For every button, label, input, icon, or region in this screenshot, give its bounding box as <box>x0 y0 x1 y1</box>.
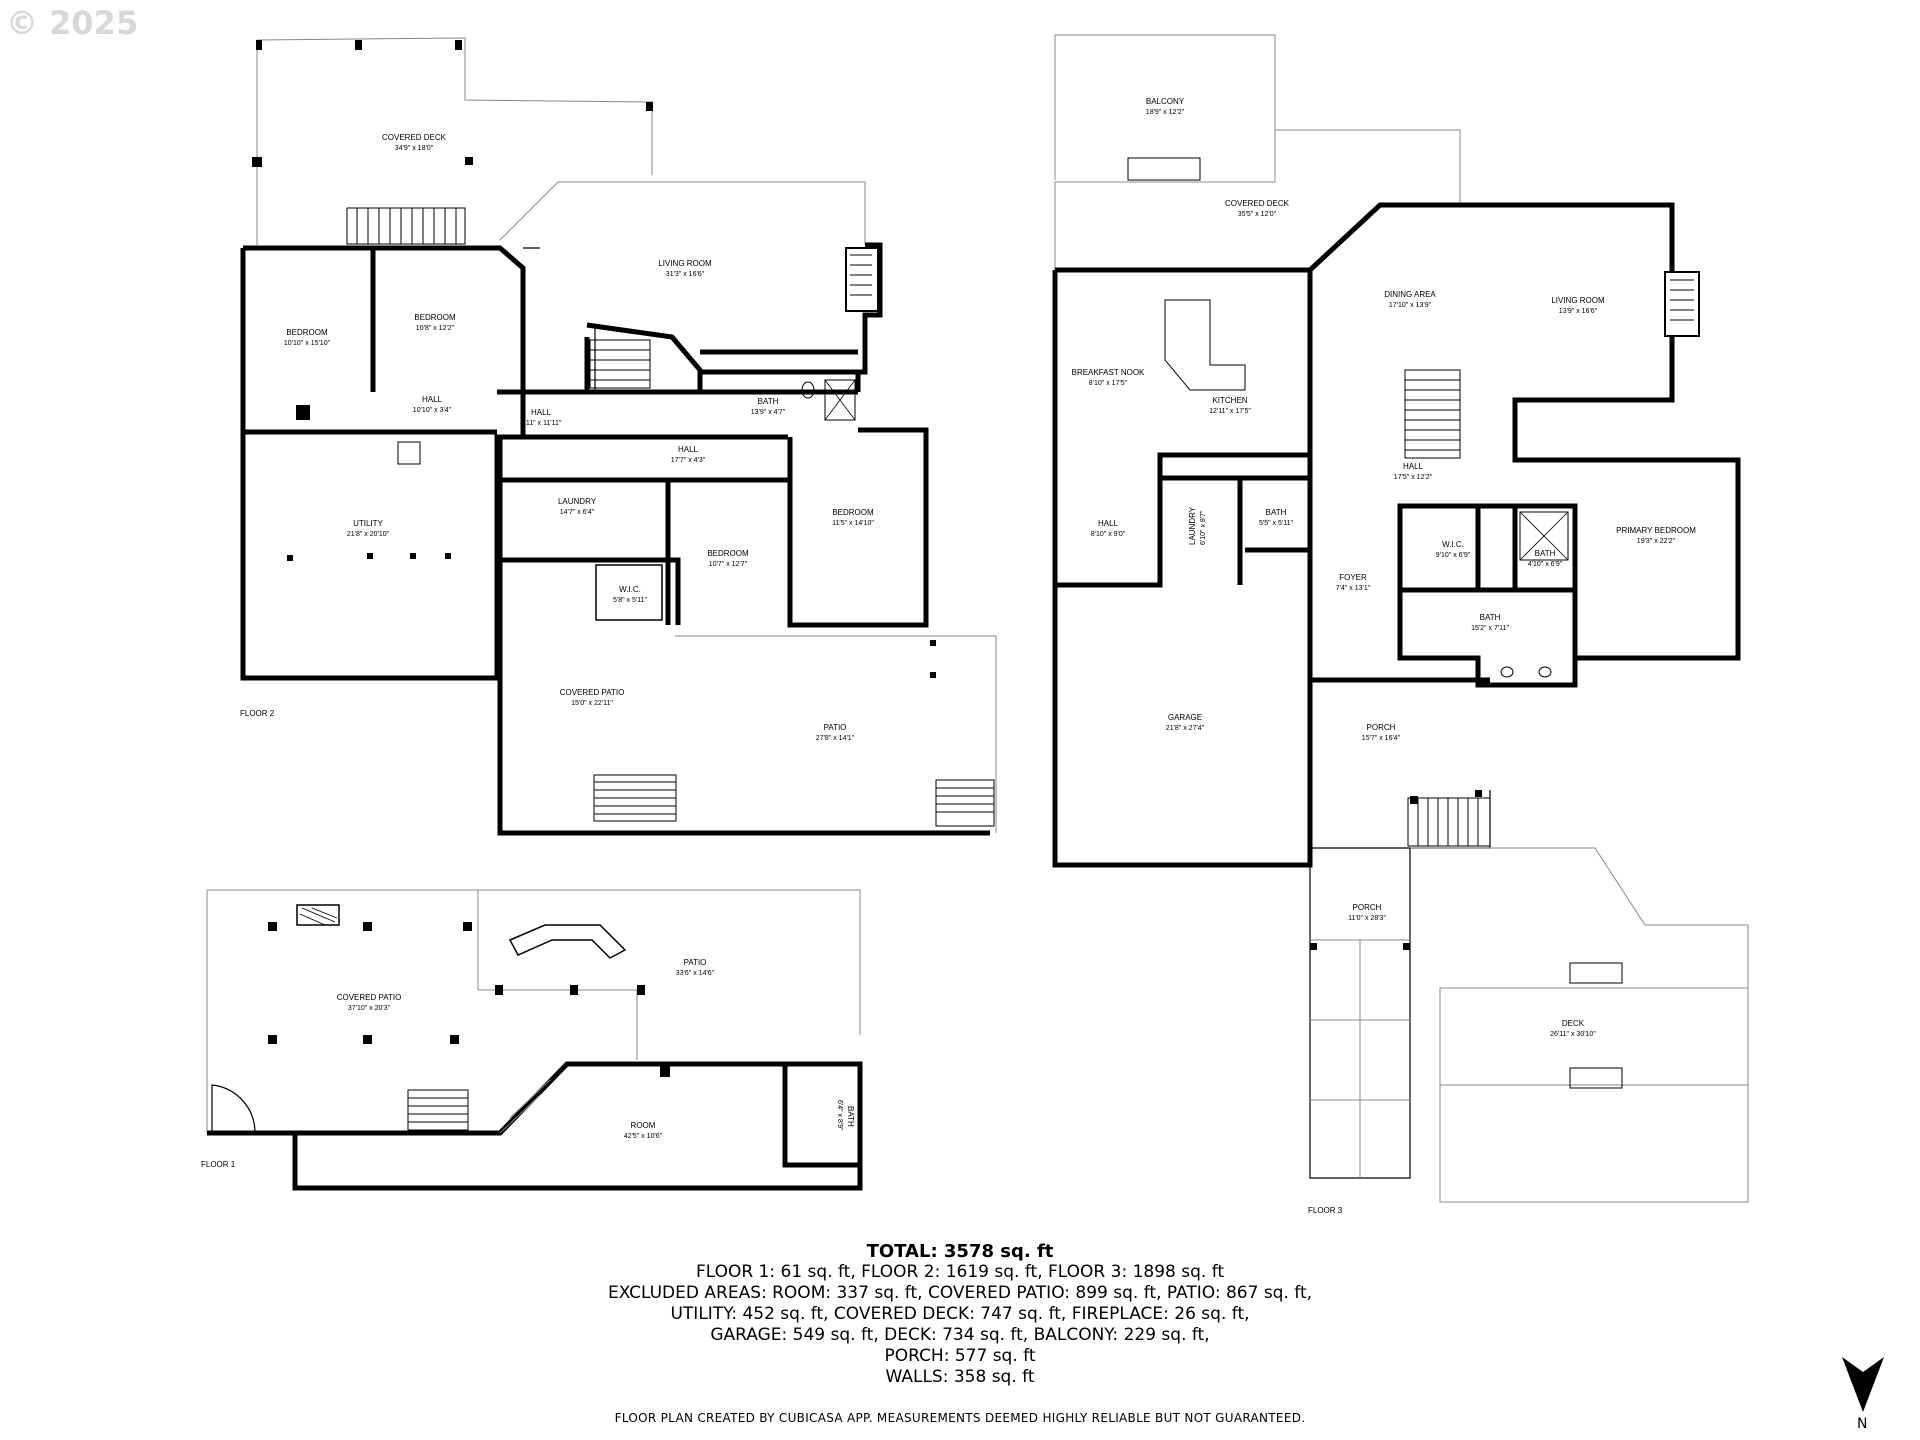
room-name: PORCH <box>1353 903 1382 912</box>
floor-3-plan <box>1052 34 1749 1203</box>
room-name: W.I.C. <box>1442 540 1464 549</box>
room-name: HALL <box>678 445 699 454</box>
room-dim: 31'3" x 16'6" <box>666 271 705 278</box>
room-name: LAUNDRY <box>558 497 597 506</box>
room-dim: 17'10" x 13'9" <box>1389 302 1432 309</box>
room-dim: 35'5" x 12'0" <box>1238 211 1277 218</box>
room-dim: 17'5" x 12'2" <box>1394 474 1433 481</box>
room-dim: 11'0" x 28'3" <box>1348 915 1386 922</box>
room-name: COVERED PATIO <box>337 993 402 1002</box>
room-name: BEDROOM <box>286 328 328 337</box>
room-dim: 6'4" x 8'9" <box>836 1100 843 1131</box>
room-name: GARAGE <box>1168 713 1202 722</box>
room-dim: 26'11" x 30'10" <box>1550 1031 1596 1038</box>
area-summary: TOTAL: 3578 sq. ft FLOOR 1: 61 sq. ft, F… <box>0 1241 1920 1388</box>
summary-line: UTILITY: 452 sq. ft, COVERED DECK: 747 s… <box>670 1304 1250 1324</box>
room-dim: 42'5" x 10'6" <box>624 1133 663 1140</box>
room-name: BALCONY <box>1146 97 1185 106</box>
room-name: DINING AREA <box>1384 290 1436 299</box>
floor-1-label: FLOOR 1 <box>201 1160 236 1169</box>
room-name: COVERED DECK <box>382 133 447 142</box>
copyright-watermark: © 2025 <box>6 4 139 42</box>
room-dim: 9'10" x 6'9" <box>1436 552 1471 559</box>
room-name: BATH <box>1266 508 1287 517</box>
room-dim: 7'11" x 11'11" <box>521 420 562 427</box>
room-name: PRIMARY BEDROOM <box>1616 526 1696 535</box>
room-name: HALL <box>1098 519 1119 528</box>
room-name: PORCH <box>1367 723 1396 732</box>
room-dim: 12'11" x 17'5" <box>1209 408 1251 415</box>
room-dim: 4'10" x 6'9" <box>1528 561 1563 568</box>
summary-line: WALLS: 358 sq. ft <box>885 1367 1035 1387</box>
floor-3-label: FLOOR 3 <box>1308 1206 1343 1215</box>
room-name: BEDROOM <box>414 313 456 322</box>
room-dim: 34'9" x 18'0" <box>395 145 434 152</box>
room-name: BATH <box>1535 549 1556 558</box>
floor-1-plan <box>206 889 863 1191</box>
room-name: ROOM <box>631 1121 656 1130</box>
room-dim: 21'8" x 20'10" <box>347 531 390 538</box>
room-name: BATH <box>758 397 779 406</box>
room-dim: 14'7" x 6'4" <box>560 509 595 516</box>
room-dim: 37'10" x 20'3" <box>348 1005 391 1012</box>
room-dim: 10'7" x 12'7" <box>709 561 748 568</box>
room-dim: 10'10" x 3'4" <box>413 407 452 414</box>
room-dim: 27'8" x 14'1" <box>816 735 855 742</box>
total-area: TOTAL: 3578 sq. ft <box>866 1241 1054 1262</box>
room-name: BEDROOM <box>832 508 874 517</box>
room-dim: 11'5" x 14'10" <box>832 520 874 527</box>
room-dim: 15'2" x 7'11" <box>1471 625 1509 632</box>
room-dim: 15'0" x 22'11" <box>571 700 613 707</box>
floor-2-label: FLOOR 2 <box>240 709 275 718</box>
summary-line: EXCLUDED AREAS: ROOM: 337 sq. ft, COVERE… <box>607 1283 1313 1303</box>
summary-line: GARAGE: 549 sq. ft, DECK: 734 sq. ft, BA… <box>710 1325 1210 1345</box>
room-name: HALL <box>1403 462 1424 471</box>
room-name: LIVING ROOM <box>1551 296 1605 305</box>
room-name: W.I.C. <box>619 585 641 594</box>
disclaimer: FLOOR PLAN CREATED BY CUBICASA APP. MEAS… <box>614 1411 1306 1425</box>
room-dim: 8'10" x 17'5" <box>1089 380 1128 387</box>
room-dim: 5'8" x 5'11" <box>613 597 647 604</box>
room-dim: 21'8" x 27'4" <box>1166 725 1205 732</box>
room-dim: 15'7" x 16'4" <box>1362 735 1401 742</box>
room-dim: 10'10" x 15'10" <box>284 340 331 347</box>
room-dim: 13'9" x 16'6" <box>1559 308 1598 315</box>
room-dim: 18'9" x 12'2" <box>1146 109 1185 116</box>
room-name: LIVING ROOM <box>658 259 712 268</box>
room-name: FOYER <box>1339 573 1367 582</box>
room-name: DECK <box>1562 1019 1585 1028</box>
room-dim: 6'10" x 8'7" <box>1200 510 1207 545</box>
north-label: N <box>1857 1416 1868 1432</box>
room-dim: 7'4" x 13'1" <box>1336 585 1371 592</box>
room-labels: COVERED DECK 34'9" x 18'0" LIVING ROOM 3… <box>284 97 1696 1140</box>
room-name: PATIO <box>824 723 847 732</box>
room-dim: 19'3" x 22'2" <box>1637 538 1676 545</box>
room-dim: 5'5" x 5'11" <box>1259 520 1293 527</box>
room-name: UTILITY <box>353 519 383 528</box>
room-name: KITCHEN <box>1212 396 1247 405</box>
room-name: BATH <box>846 1106 855 1127</box>
summary-line: FLOOR 1: 61 sq. ft, FLOOR 2: 1619 sq. ft… <box>695 1262 1225 1282</box>
room-dim: 8'10" x 9'0" <box>1091 531 1126 538</box>
room-name: HALL <box>531 408 552 417</box>
room-name: BEDROOM <box>707 549 749 558</box>
room-name: BATH <box>1480 613 1501 622</box>
room-name: BREAKFAST NOOK <box>1072 368 1145 377</box>
room-dim: 17'7" x 4'3" <box>671 457 706 464</box>
room-dim: 33'6" x 14'6" <box>676 970 715 977</box>
room-name: LAUNDRY <box>1188 506 1197 545</box>
room-name: COVERED DECK <box>1225 199 1290 208</box>
room-name: HALL <box>422 395 443 404</box>
room-name: PATIO <box>684 958 707 967</box>
room-name: COVERED PATIO <box>560 688 625 697</box>
summary-line: PORCH: 577 sq. ft <box>884 1346 1036 1366</box>
floor-2-plan <box>240 37 997 836</box>
north-arrow-icon <box>1842 1357 1884 1412</box>
room-dim: 13'9" x 4'7" <box>751 409 786 416</box>
room-dim: 10'8" x 12'2" <box>416 325 455 332</box>
